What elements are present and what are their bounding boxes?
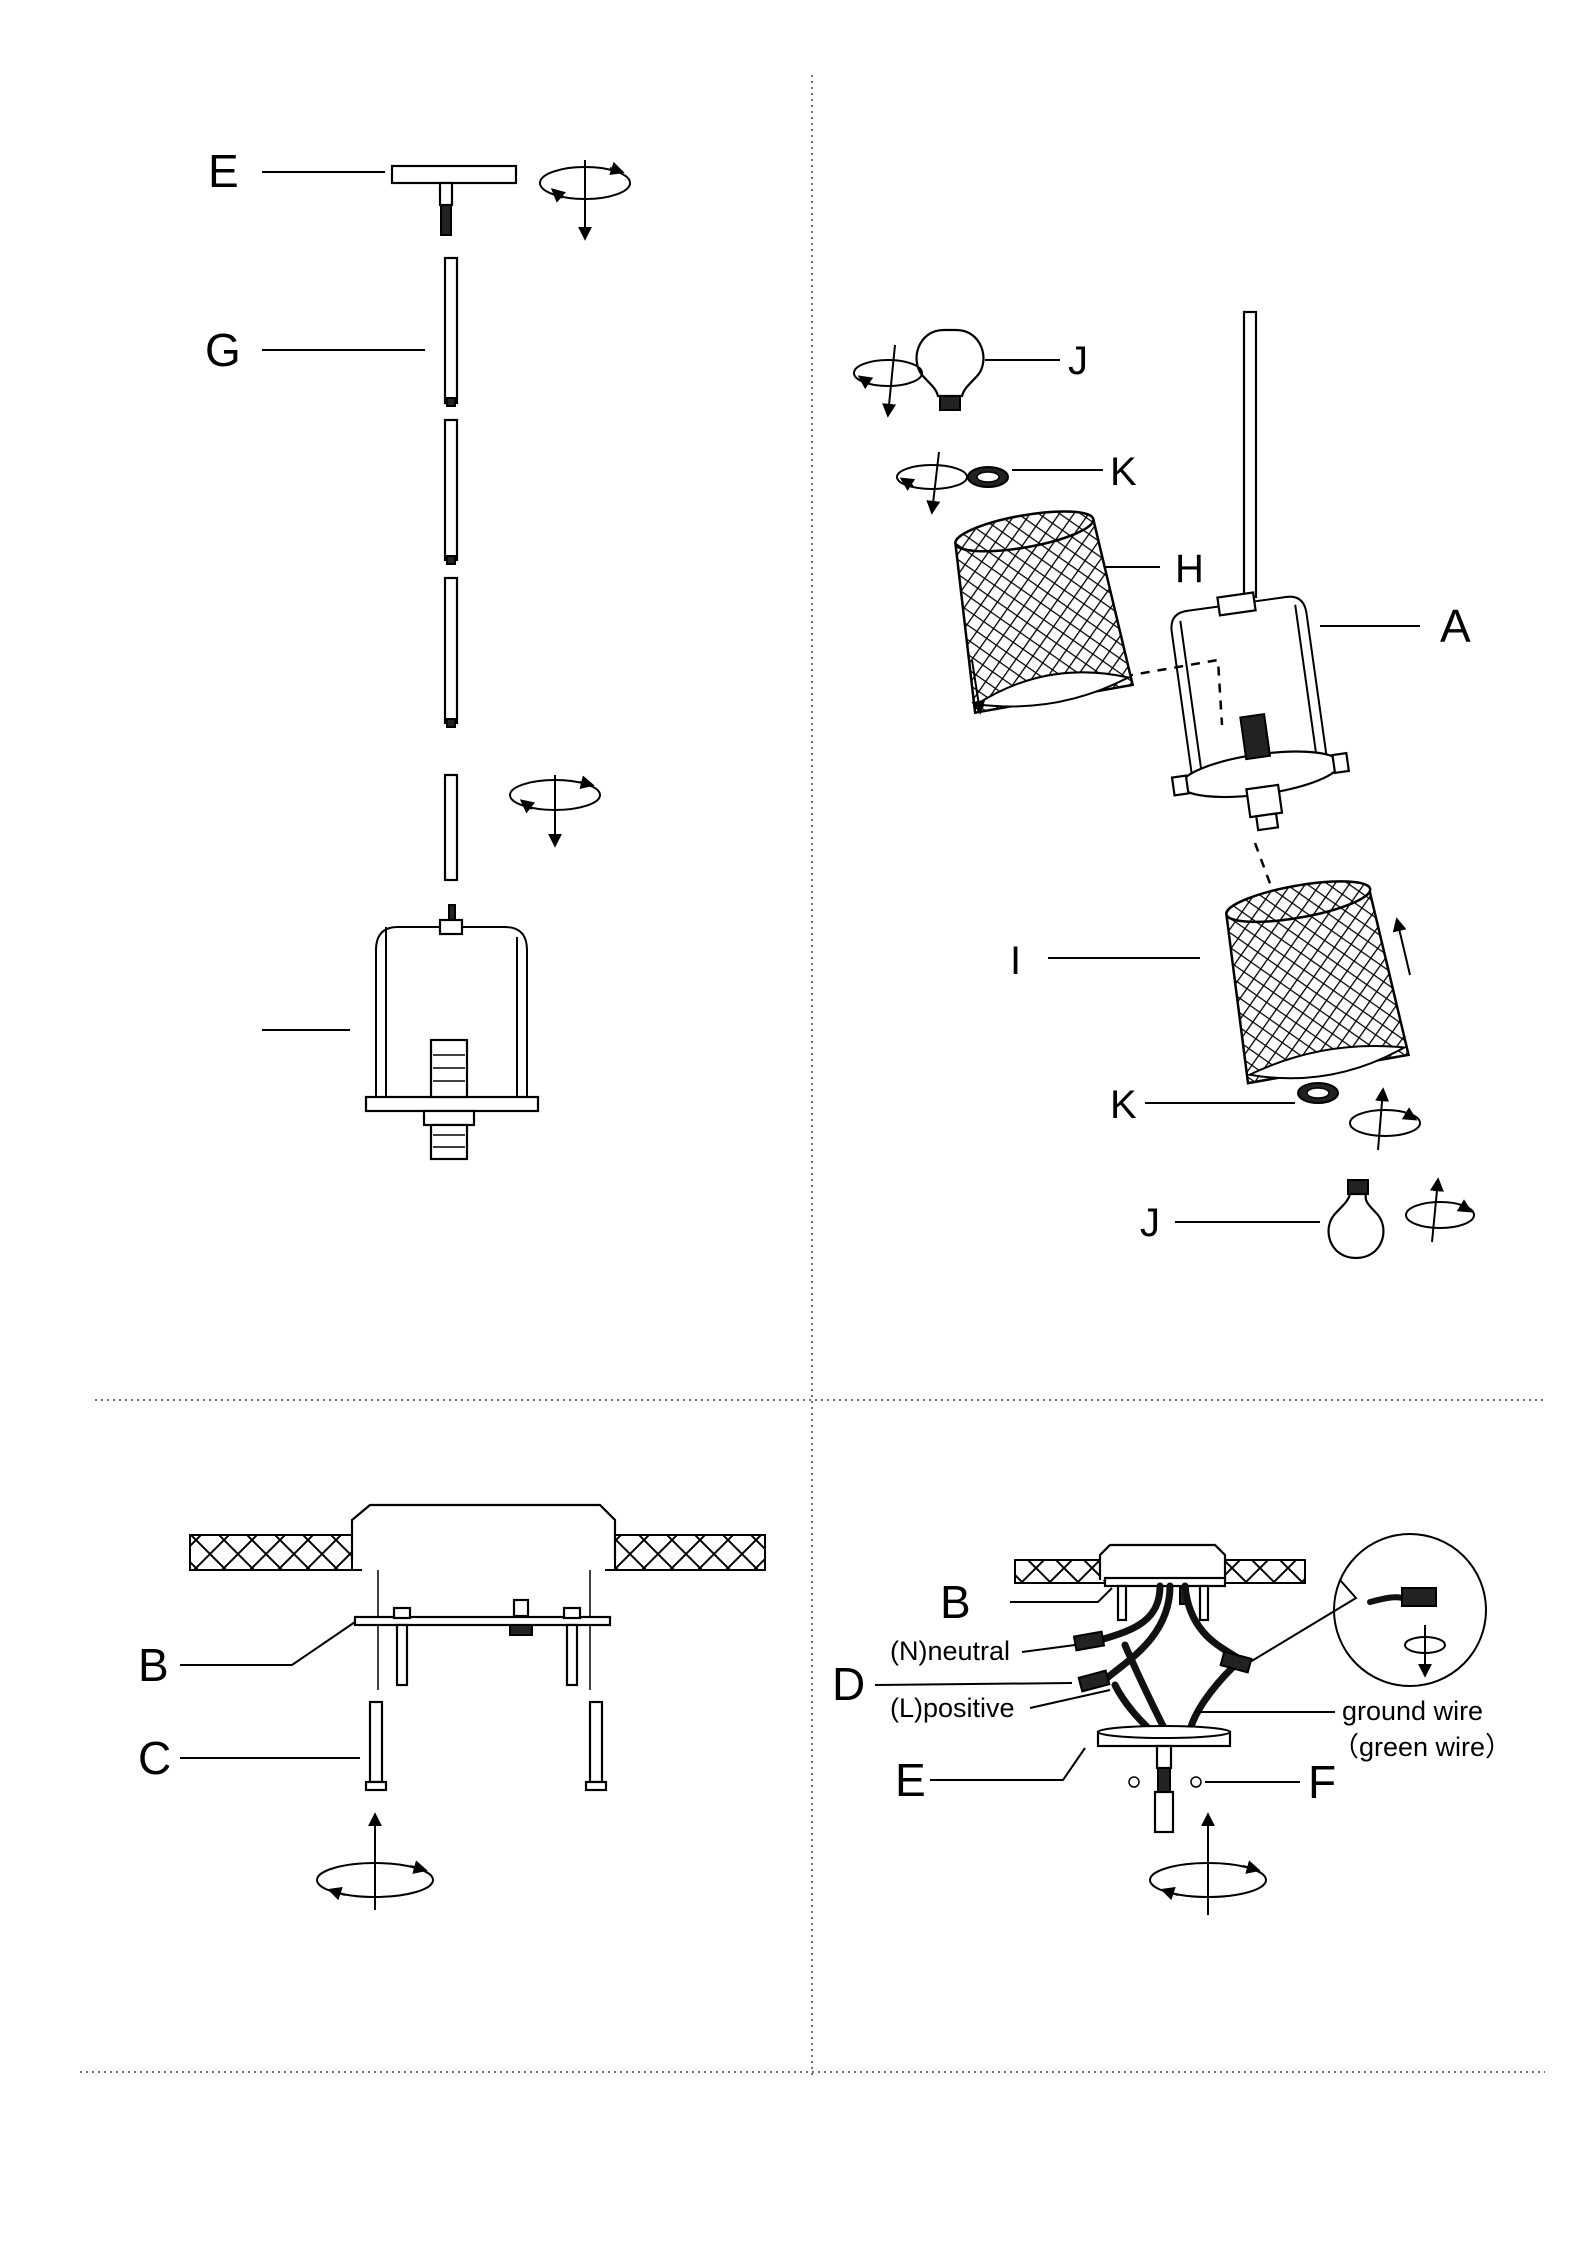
label-ground-wire: ground wire [1342,1696,1483,1726]
rotate-arrow-icon [854,345,922,415]
wire-connectors [1074,1632,1251,1692]
label-neutral: (N)neutral [890,1636,1010,1666]
ring-icon [1145,1083,1338,1103]
rod-a [1244,312,1256,597]
shade-h [943,502,1134,717]
label-a: A [1440,600,1471,652]
label-j-upper: J [1068,339,1088,383]
label-g: G [205,324,241,376]
label-k-lower: K [1110,1083,1137,1127]
panel-shade-assembly: A J K [854,312,1474,1258]
label-i: I [1010,939,1021,983]
rotate-arrow-icon [897,452,967,512]
bulb-icon [917,330,1060,410]
rotate-arrow-icon [317,1815,433,1910]
label-c: C [138,1732,171,1784]
connector-detail-inset [1250,1534,1486,1686]
label-f: F [1308,1756,1336,1808]
label-d: D [832,1658,865,1710]
rotate-arrow-icon [510,775,600,845]
label-b-bracket: B [138,1639,169,1691]
label-j-lower: J [1140,1201,1160,1245]
label-b-wiring: B [940,1576,971,1628]
label-h: H [1175,547,1204,591]
label-e-wiring: E [895,1754,926,1806]
canopy-e-wiring [1098,1726,1230,1832]
rod-segments-g [262,258,457,880]
frame-a [1148,583,1355,841]
bulb-icon [1175,1180,1383,1258]
shade-i [1216,872,1410,1089]
label-positive: (L)positive [890,1693,1015,1723]
bracket-screws [394,1600,580,1685]
rotate-arrow-icon [540,160,630,238]
label-green-wire: （green wire） [1332,1732,1512,1762]
rotate-arrow-icon [1406,1180,1474,1242]
rotate-arrow-icon [1350,1090,1420,1150]
canopy-e [262,166,516,235]
panel-bracket-mounting: B C [138,1505,765,1910]
panel-rod-assembly: E G [205,145,630,1159]
ring-icon [968,467,1103,487]
mounting-screws-c [366,1702,606,1790]
frame-assembly [262,905,538,1159]
panel-wiring: B (N)neutral D (L)po [832,1534,1512,1915]
label-k-upper: K [1110,450,1137,494]
label-e: E [208,145,239,197]
